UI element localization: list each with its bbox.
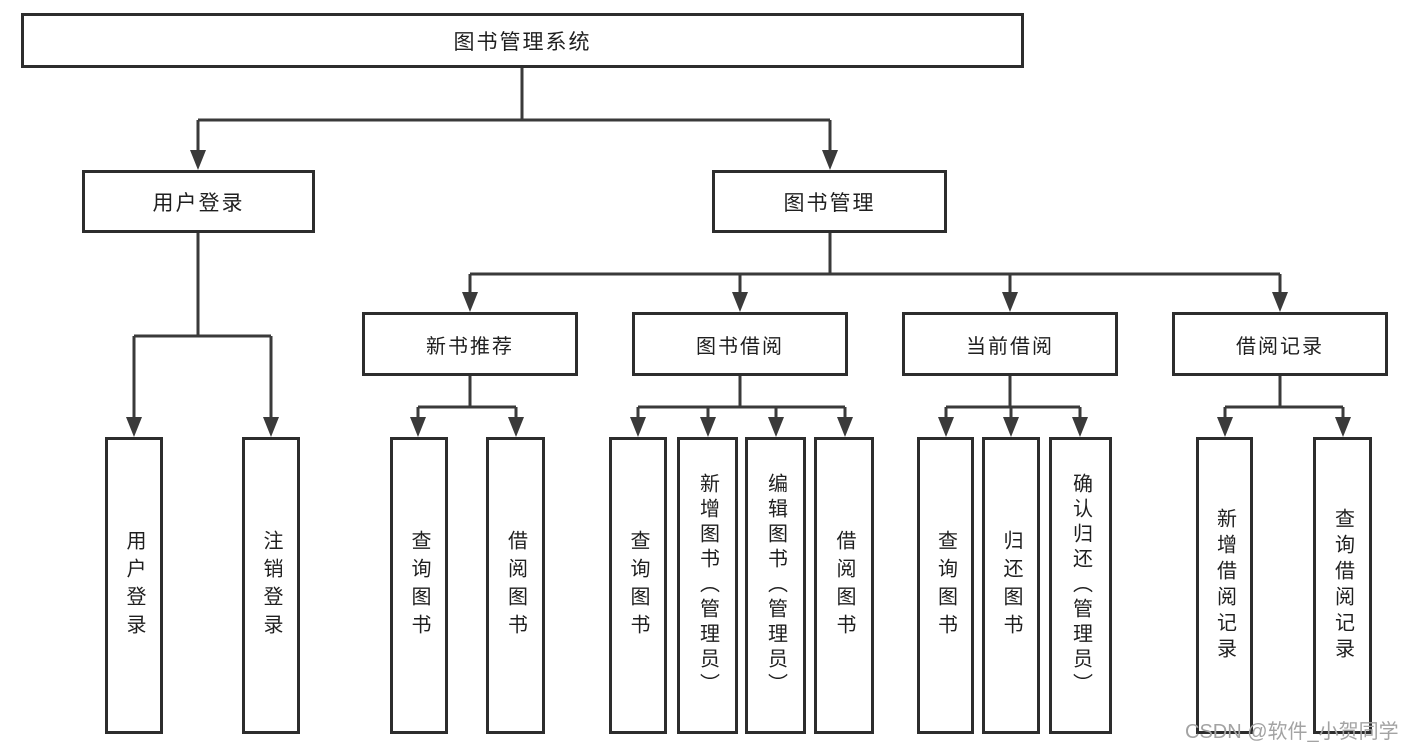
leaf-borrow-books-recommend: 借阅图书 (486, 437, 545, 734)
node-book-management: 图书管理 (712, 170, 947, 233)
leaf-borrow-books-borrow: 借阅图书 (814, 437, 874, 734)
watermark: CSDN @软件_小贺同学 (1185, 721, 1399, 743)
leaf-query-books-borrow: 查询图书 (609, 437, 667, 734)
node-current-borrow: 当前借阅 (902, 312, 1118, 376)
arrowhead-icon (732, 292, 748, 312)
arrowhead-icon (837, 417, 853, 437)
arrowhead-icon (768, 417, 784, 437)
arrowhead-icon (822, 150, 838, 170)
arrowhead-icon (1002, 292, 1018, 312)
leaf-query-books-recommend: 查询图书 (390, 437, 448, 734)
node-new-book-recommend: 新书推荐 (362, 312, 578, 376)
leaf-query-books-current: 查询图书 (917, 437, 974, 734)
leaf-logout: 注销登录 (242, 437, 300, 734)
arrowhead-icon (190, 150, 206, 170)
node-borrow-records: 借阅记录 (1172, 312, 1388, 376)
node-root: 图书管理系统 (21, 13, 1024, 68)
arrowhead-icon (1335, 417, 1351, 437)
leaf-return-book: 归还图书 (982, 437, 1040, 734)
leaf-edit-book-admin: 编辑图书（管理员） (745, 437, 806, 734)
leaf-confirm-return-admin: 确认归还（管理员） (1049, 437, 1112, 734)
leaf-add-book-admin: 新增图书（管理员） (677, 437, 738, 734)
leaf-user-login: 用户登录 (105, 437, 163, 734)
connector-book-management-group (468, 233, 1282, 294)
arrowhead-icon (1217, 417, 1233, 437)
arrowhead-icon (1072, 417, 1088, 437)
arrowhead-icon (410, 417, 426, 437)
connector-root-to-level2 (196, 68, 832, 152)
arrowhead-icon (1003, 417, 1019, 437)
arrowheads (126, 150, 1351, 437)
arrowhead-icon (462, 292, 478, 312)
connector-borrow-record-group (1223, 376, 1345, 419)
connector-new-book-group (416, 376, 518, 419)
connector-current-borrow-group (944, 376, 1082, 419)
leaf-add-borrow-record: 新增借阅记录 (1196, 437, 1253, 734)
arrowhead-icon (1272, 292, 1288, 312)
arrowhead-icon (630, 417, 646, 437)
arrowhead-icon (508, 417, 524, 437)
arrowhead-icon (126, 417, 142, 437)
node-user-login: 用户登录 (82, 170, 315, 233)
arrowhead-icon (938, 417, 954, 437)
node-book-borrow: 图书借阅 (632, 312, 848, 376)
connector-book-borrow-group (636, 376, 847, 419)
leaf-query-borrow-record: 查询借阅记录 (1313, 437, 1372, 734)
connector-user-login-group (132, 233, 273, 419)
arrowhead-icon (700, 417, 716, 437)
arrowhead-icon (263, 417, 279, 437)
